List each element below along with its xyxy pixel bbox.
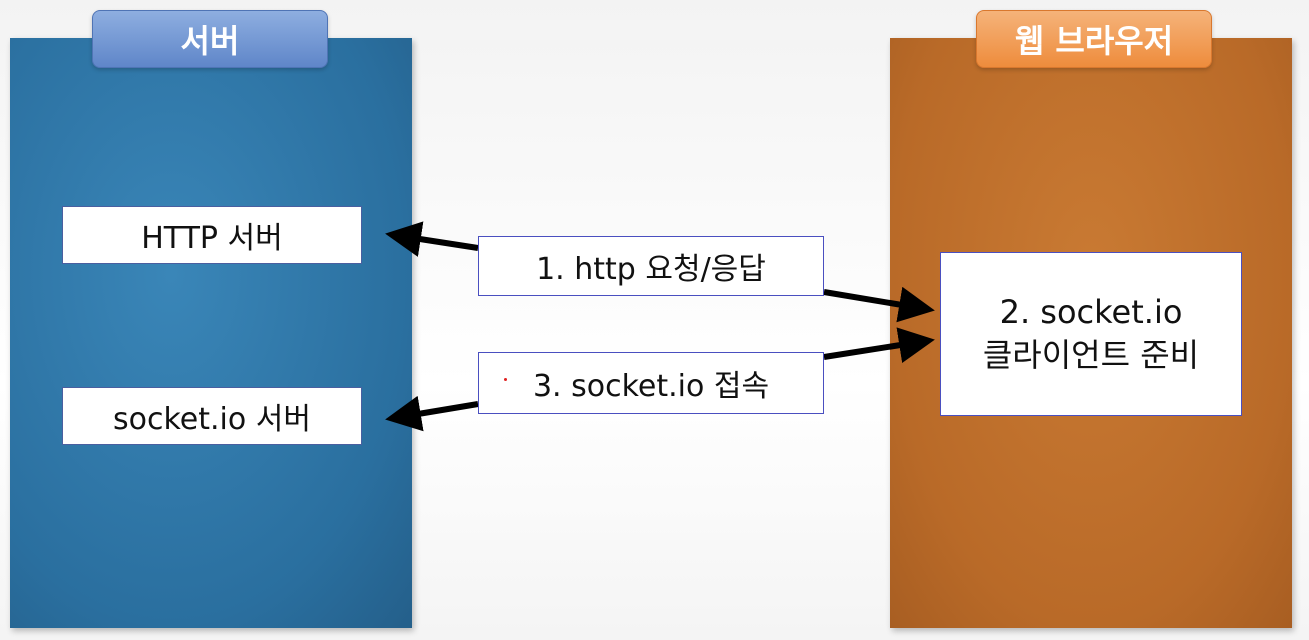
arrow-step1-to-client [823, 286, 935, 323]
socketio-server-box: socket.io 서버 [62, 387, 362, 445]
step2-label-line1: 2. socket.io [999, 292, 1183, 331]
browser-tab-label: 웹 브라우저 [976, 10, 1212, 68]
arrow-step3-to-client [823, 327, 935, 363]
step2-client-ready-box: 2. socket.io 클라이언트 준비 [940, 252, 1242, 416]
server-panel [10, 38, 412, 628]
arrow-step3-to-socketio-server [385, 395, 479, 432]
step3-socketio-connect-box: 3. socket.io 접속 [478, 352, 824, 414]
step1-http-request-response-box: 1. http 요청/응답 [478, 236, 824, 296]
http-server-label: HTTP 서버 [141, 221, 283, 256]
arrow-step1-to-http-server [385, 221, 479, 257]
red-dot-marker [504, 378, 507, 381]
server-tab-label: 서버 [92, 10, 328, 68]
step3-label: 3. socket.io 접속 [532, 369, 770, 404]
http-server-box: HTTP 서버 [62, 206, 362, 264]
step1-label: 1. http 요청/응답 [536, 252, 766, 287]
socketio-server-label: socket.io 서버 [113, 402, 311, 437]
step2-label-line2: 클라이언트 준비 [982, 336, 1200, 374]
